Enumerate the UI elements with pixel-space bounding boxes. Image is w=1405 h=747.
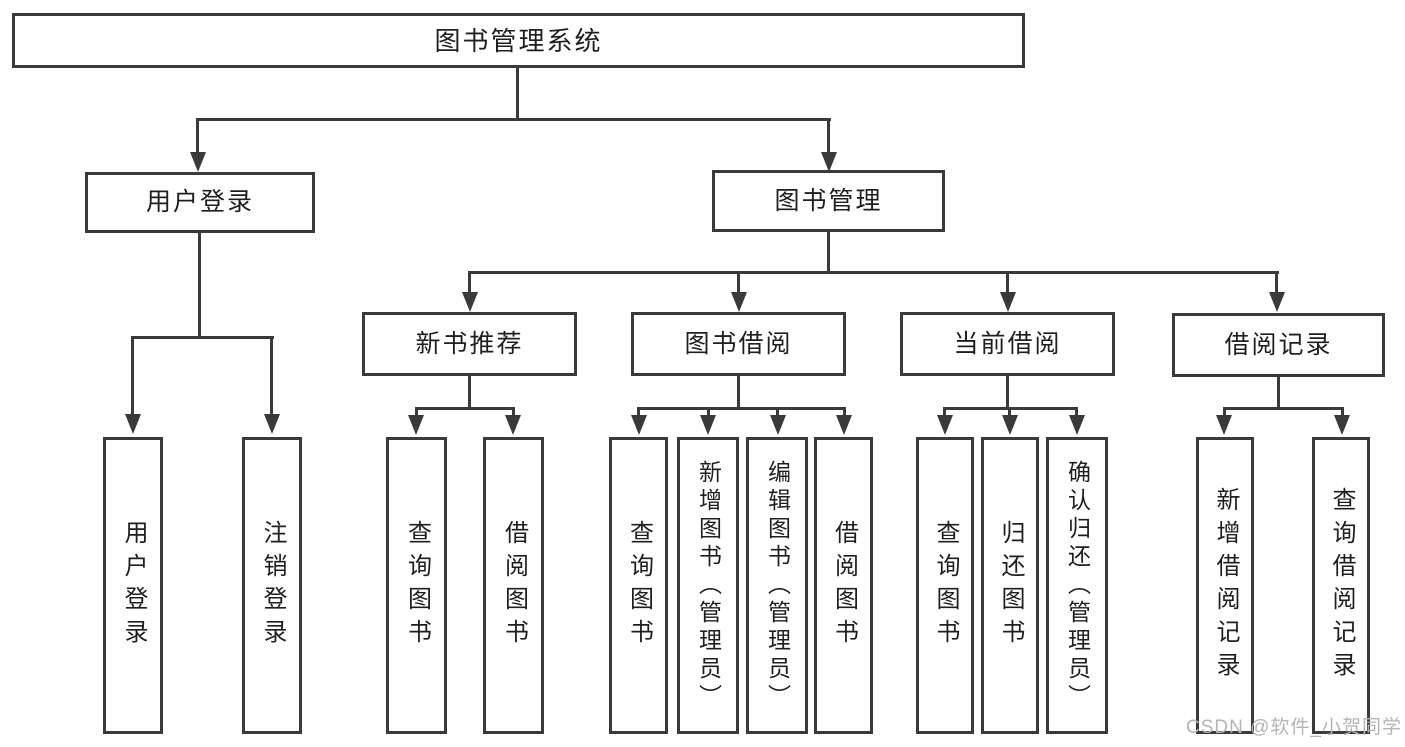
edge-leaf-login-stem: [131, 336, 134, 414]
edge-level2-bar: [197, 118, 831, 121]
edge-leaf-stem: [707, 407, 710, 417]
arrow-down-icon: [836, 415, 852, 435]
arrow-down-icon: [462, 292, 478, 312]
edge-leaf-stem: [943, 407, 946, 417]
node-borrow-records: 借阅记录: [1172, 313, 1385, 377]
leaf-add-borrow-record: 新增借阅记录: [1196, 437, 1254, 734]
node-book-borrow: 图书借阅: [631, 312, 846, 376]
edge-leaf-stem: [1223, 407, 1226, 417]
edge-new-rec-bar: [415, 407, 515, 410]
arrow-down-icon: [1334, 415, 1350, 435]
edge-book-borrow-down: [737, 376, 740, 408]
leaf-query-borrow-record: 查询借阅记录: [1312, 437, 1370, 734]
node-current-borrow: 当前借阅: [900, 312, 1115, 376]
arrow-down-icon: [731, 292, 747, 312]
watermark: CSDN @软件_小贺同学: [1186, 717, 1402, 738]
edge-borrow-records-bar: [1223, 407, 1343, 410]
edge-current-borrow-stem: [1006, 271, 1009, 292]
edge-leaf-stem: [637, 407, 640, 417]
edge-book-mgmt-down: [827, 231, 830, 274]
edge-leaf-logout-stem: [270, 336, 273, 414]
arrow-down-icon: [700, 415, 716, 435]
arrow-down-icon: [631, 415, 647, 435]
leaf-confirm-return-admin: 确认归还（管理员）: [1046, 437, 1108, 734]
leaf-logout: 注销登录: [242, 437, 302, 734]
arrow-down-icon: [770, 415, 786, 435]
edge-level3-bar: [468, 271, 1279, 274]
edge-book-mgmt-stem: [827, 118, 830, 152]
edge-leaf-stem: [776, 407, 779, 417]
edge-current-borrow-bar: [944, 407, 1078, 410]
arrow-down-icon: [408, 415, 424, 435]
leaf-borrow-borrow-books: 借阅图书: [814, 437, 873, 734]
edge-leaf-stem: [512, 407, 515, 417]
leaf-user-login: 用户登录: [103, 437, 163, 734]
node-new-book-recommend: 新书推荐: [362, 312, 577, 376]
node-user-login: 用户登录: [85, 172, 315, 233]
leaf-add-book-admin: 新增图书（管理员）: [677, 437, 739, 734]
leaf-rec-query-books: 查询图书: [386, 437, 447, 734]
leaf-rec-borrow-books: 借阅图书: [483, 437, 544, 734]
edge-leaf-stem: [415, 407, 418, 417]
arrow-down-icon: [821, 152, 837, 172]
arrow-down-icon: [1069, 415, 1085, 435]
node-library-management-system: 图书管理系统: [12, 13, 1025, 68]
edge-new-rec-stem: [468, 271, 471, 292]
arrow-down-icon: [125, 414, 141, 434]
edge-new-rec-down: [468, 376, 471, 408]
arrow-down-icon: [264, 414, 280, 434]
edge-leaf-stem: [1075, 407, 1078, 417]
arrow-down-icon: [505, 415, 521, 435]
edge-user-login-down: [198, 232, 201, 337]
arrow-down-icon: [1002, 415, 1018, 435]
edge-book-borrow-bar: [637, 407, 845, 410]
arrow-down-icon: [1216, 415, 1232, 435]
edge-borrow-records-stem: [1275, 271, 1278, 292]
arrow-down-icon: [1269, 292, 1285, 312]
arrow-down-icon: [1000, 292, 1016, 312]
leaf-edit-book-admin: 编辑图书（管理员）: [746, 437, 808, 734]
leaf-return-book: 归还图书: [981, 437, 1039, 734]
edge-borrow-records-down: [1277, 377, 1280, 408]
arrow-down-icon: [190, 152, 206, 172]
edge-user-login-bar: [131, 336, 274, 339]
edge-user-login-stem: [196, 118, 199, 152]
edge-book-borrow-stem: [737, 271, 740, 292]
edge-root-stem: [516, 68, 519, 119]
edge-leaf-stem: [843, 407, 846, 417]
leaf-borrow-query-books: 查询图书: [609, 437, 668, 734]
edge-leaf-stem: [1341, 407, 1344, 417]
edge-current-borrow-down: [1006, 376, 1009, 408]
edge-leaf-stem: [1008, 407, 1011, 417]
arrow-down-icon: [937, 415, 953, 435]
node-book-management: 图书管理: [712, 170, 945, 232]
leaf-current-query-books: 查询图书: [916, 437, 974, 734]
